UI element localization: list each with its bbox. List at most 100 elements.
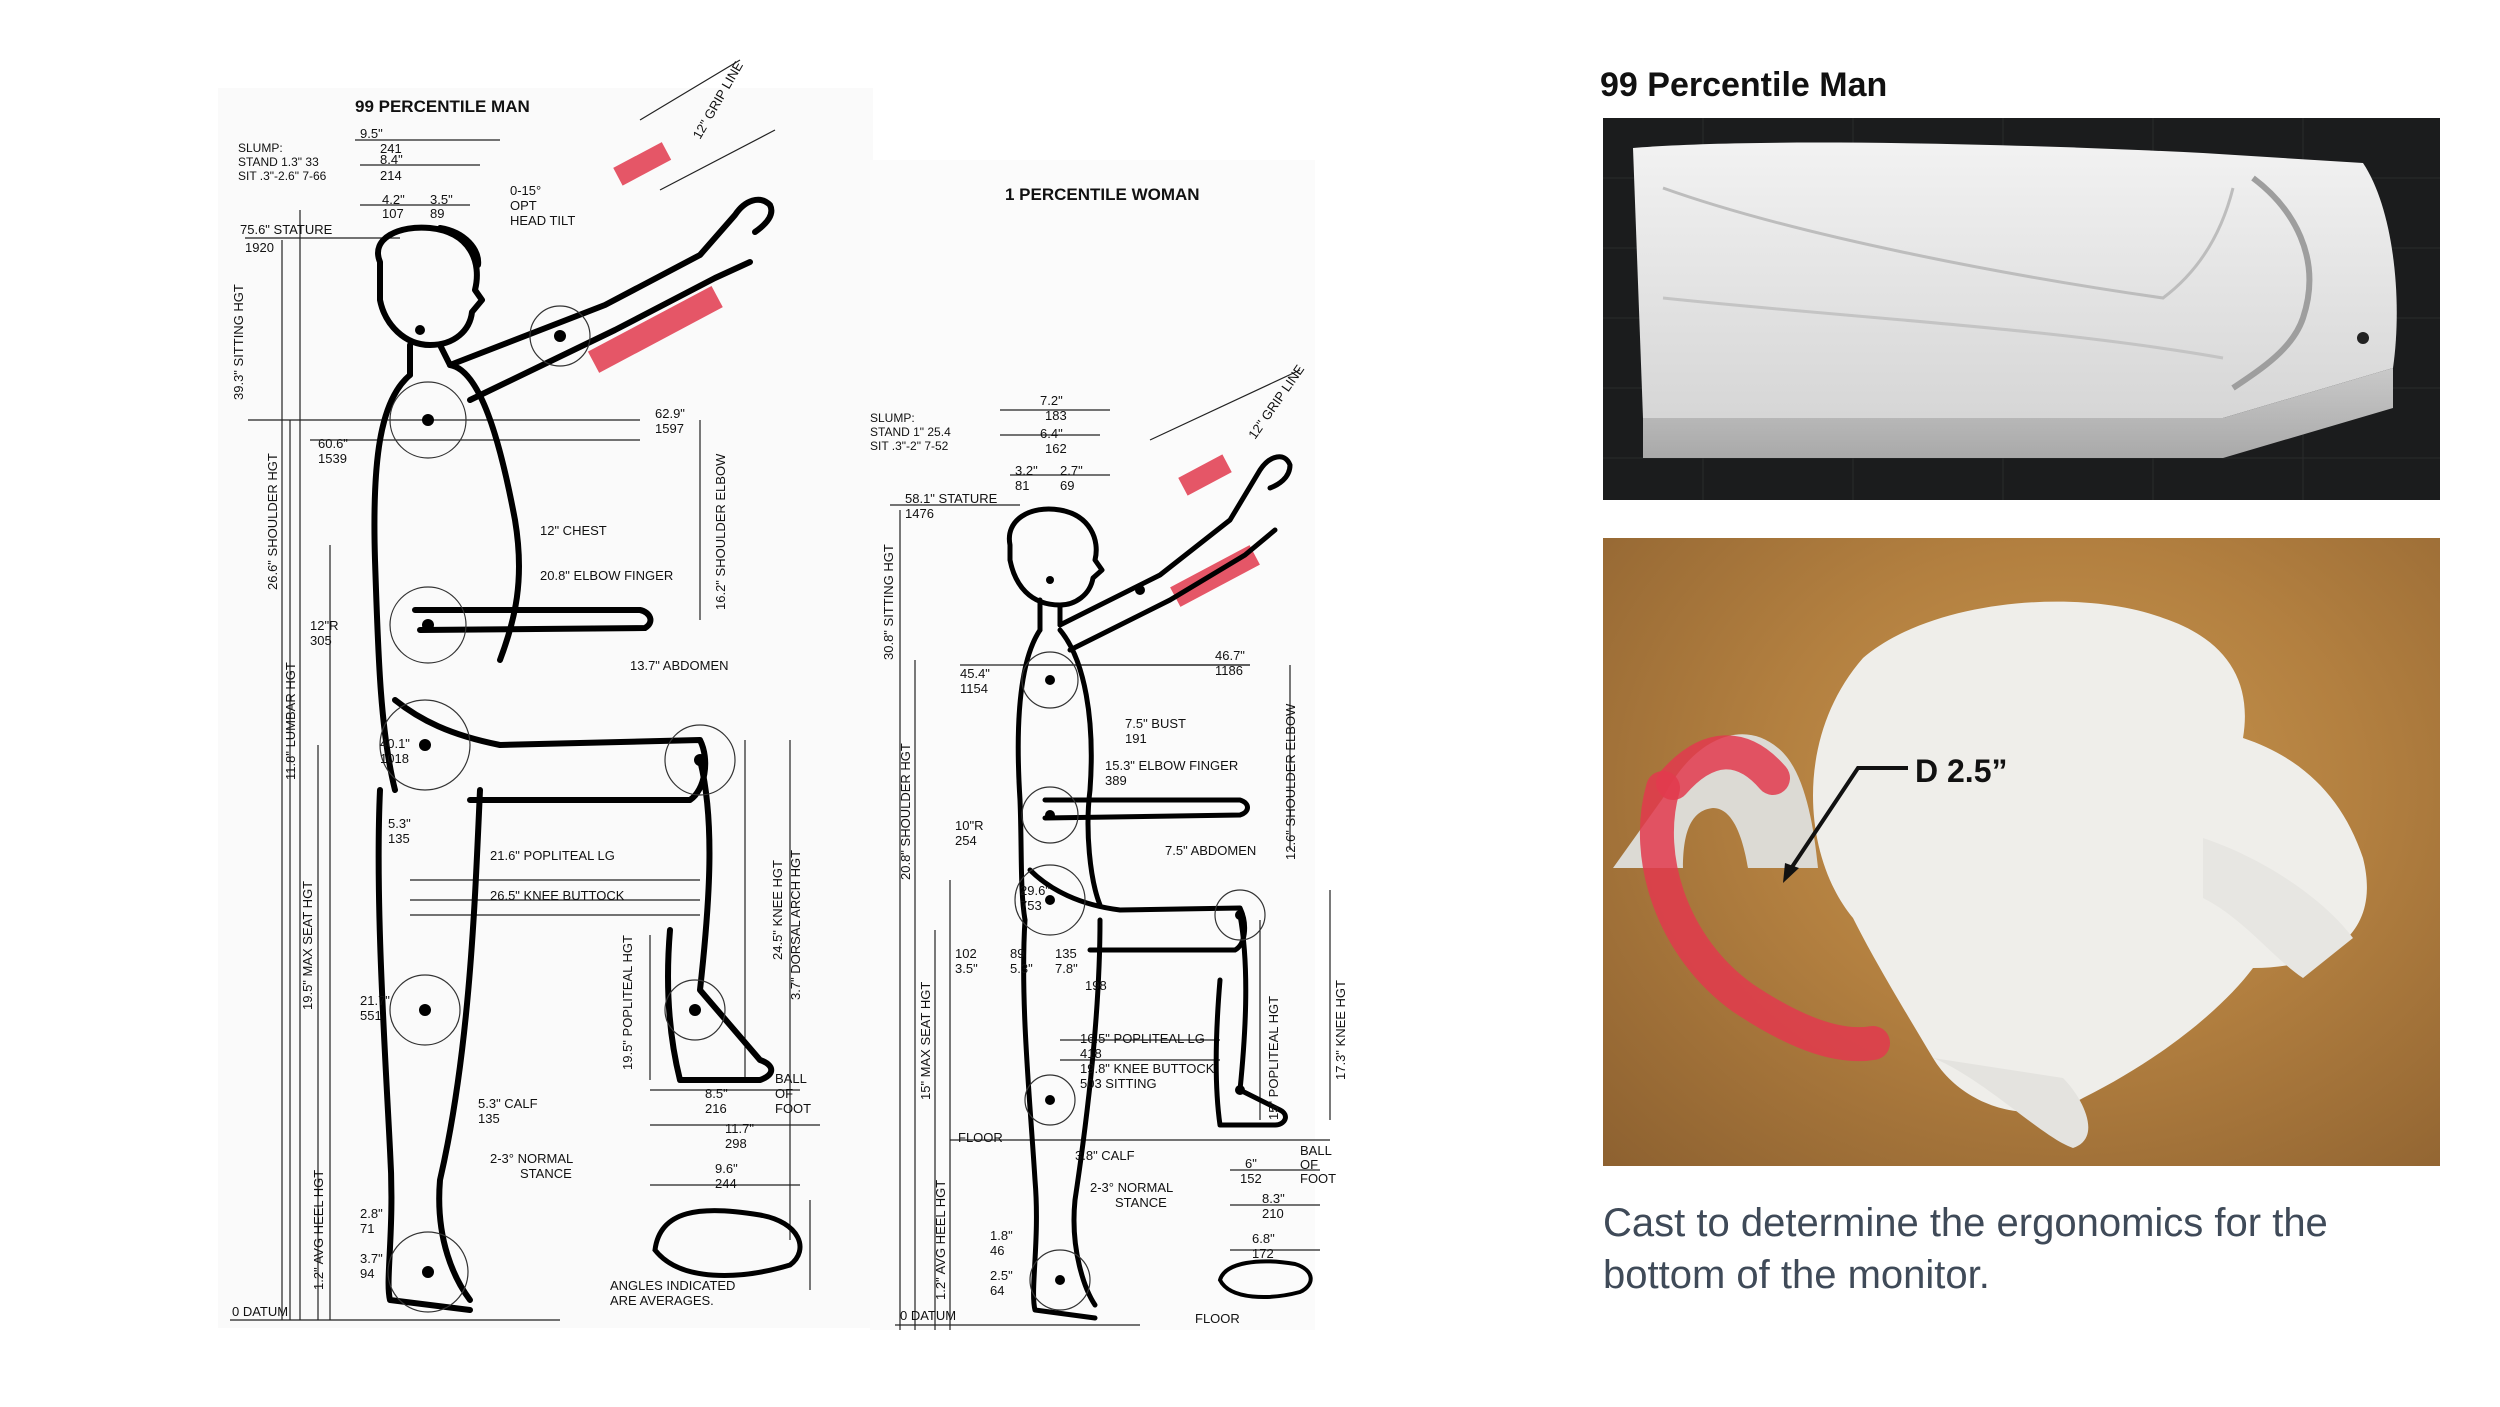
man-stance-angle: 2-3° NORMAL — [490, 1151, 573, 1166]
elbow-cast-illustration: D 2.5” — [1613, 601, 2367, 1148]
woman-thigh-mm: 7.8" — [1055, 961, 1078, 976]
woman-elbow-finger-mm: 389 — [1105, 773, 1127, 788]
woman-figure-outline — [1006, 454, 1293, 1321]
woman-calf-label: 3.8" CALF — [1075, 1148, 1135, 1163]
man-face-in: 3.5" — [430, 192, 453, 207]
man-shoulder-mm: 1539 — [318, 451, 347, 466]
diameter-highlight-arc — [1639, 771, 1890, 1062]
woman-thigh-in: 135 — [1055, 946, 1077, 961]
woman-stance-label: STANCE — [1115, 1195, 1167, 1210]
man-hip-mm: 1018 — [380, 751, 409, 766]
man-elbow-radius-in: 12"R — [310, 618, 338, 633]
woman-heel-offset-in: 102 — [955, 946, 977, 961]
woman-popliteal-lg-mm: 418 — [1080, 1046, 1102, 1061]
man-thigh-mm: 135 — [388, 831, 410, 846]
woman-floor-label-top: FLOOR — [958, 1130, 1003, 1145]
man-thigh-in: 5.3" — [388, 816, 411, 831]
man-angles-note-2: ARE AVERAGES. — [610, 1293, 714, 1308]
man-foot-plan — [652, 1208, 803, 1278]
woman-ankle-in: 2.5" — [990, 1268, 1013, 1283]
man-knee-mm: 551 — [360, 1008, 382, 1023]
woman-slump-label: SLUMP: — [870, 411, 915, 425]
woman-head-mm: 81 — [1015, 478, 1029, 493]
woman-dimension-lines — [890, 369, 1331, 1330]
man-width-in: 9.5" — [360, 126, 383, 141]
woman-heel-mm: 46 — [990, 1243, 1004, 1258]
woman-hip-mm: 753 — [1020, 898, 1042, 913]
woman-joint-arcs — [1014, 651, 1266, 1311]
woman-foot-length-mm: 210 — [1262, 1206, 1284, 1221]
man-slump-sit: SIT .3"-2.6" 7-66 — [238, 169, 327, 183]
man-title: 99 PERCENTILE MAN — [355, 97, 530, 116]
woman-calf-depth-in: 198 — [1085, 978, 1107, 993]
woman-datum-label: 0 DATUM — [900, 1308, 956, 1323]
man-face-mm: 89 — [430, 206, 444, 221]
man-foot-plan-mm: 244 — [715, 1176, 737, 1191]
woman-bust-mm: 191 — [1125, 731, 1147, 746]
man-head-tilt-label: HEAD TILT — [510, 213, 575, 228]
woman-face-mm: 69 — [1060, 478, 1074, 493]
woman-hip-in: 29.6" — [1020, 883, 1050, 898]
man-head-tilt-opt: OPT — [510, 198, 537, 213]
man-angles-note-1: ANGLES INDICATED — [610, 1278, 735, 1293]
man-stance-label: STANCE — [520, 1166, 572, 1181]
woman-title: 1 PERCENTILE WOMAN — [1005, 185, 1200, 204]
man-slump-label: SLUMP: — [238, 141, 283, 155]
woman-reach-mm: 1186 — [1215, 663, 1243, 678]
man-calf-label: 5.3" CALF — [478, 1096, 538, 1111]
man-vertical-labels: 39.3" SITTING HGT 26.6" SHOULDER HGT 11.… — [231, 284, 803, 1290]
man-hip-in: 40.1" — [380, 736, 410, 751]
diameter-highlight — [1656, 735, 1790, 800]
woman-foot-length-in: 8.3" — [1262, 1191, 1285, 1206]
woman-abdomen-label: 7.5" ABDOMEN — [1165, 843, 1256, 858]
man-foot-mm: 216 — [705, 1101, 727, 1116]
woman-stature-mm: 1476 — [905, 506, 934, 521]
man-chest-label: 12" CHEST — [540, 523, 607, 538]
woman-foot-plan-mm: 172 — [1252, 1246, 1274, 1261]
woman-width2-mm: 162 — [1045, 441, 1067, 456]
man-elbow-radius-mm: 305 — [310, 633, 332, 648]
man-stature-label: 75.6" STATURE — [240, 222, 333, 237]
panel-caption: Cast to determine the ergonomics for the… — [1603, 1201, 2328, 1297]
woman-slump-sit: SIT .3"-2" 7-52 — [870, 439, 949, 453]
man-popliteal-hgt: 19.5" POPLITEAL HGT — [620, 935, 635, 1070]
woman-floor-label-bottom: FLOOR — [1195, 1311, 1240, 1326]
woman-ankle-mm: 64 — [990, 1283, 1004, 1298]
panel-title: 99 Percentile Man — [1600, 66, 1888, 104]
woman-stance-angle: 2-3° NORMAL — [1090, 1180, 1173, 1195]
woman-shoulder-mm: 1154 — [960, 681, 988, 696]
man-knee-buttock-label: 26.5" KNEE BUTTOCK — [490, 888, 625, 903]
arm-cast-illustration — [1603, 118, 2440, 500]
man-heel-mm: 71 — [360, 1221, 374, 1236]
woman-seat-depth-in: 89 — [1010, 946, 1024, 961]
man-foot-in: 8.5" — [705, 1086, 728, 1101]
woman-reach-in: 46.7" — [1215, 648, 1245, 663]
man-elbow-finger-label: 20.8" ELBOW FINGER — [540, 568, 673, 583]
man-knee-hgt: 24.5" KNEE HGT — [770, 860, 785, 960]
man-reach-mm: 1597 — [655, 421, 684, 436]
man-calf-mm: 135 — [478, 1111, 500, 1126]
woman-max-seat-hgt: 15" MAX SEAT HGT — [918, 982, 933, 1100]
woman-shoulder-hgt: 20.8" SHOULDER HGT — [898, 743, 913, 880]
woman-ball-label-3: FOOT — [1300, 1171, 1336, 1186]
man-joint-arcs — [379, 305, 736, 1313]
woman-knee-hgt: 17.3" KNEE HGT — [1333, 980, 1348, 1080]
man-max-seat-hgt: 19.5" MAX SEAT HGT — [300, 881, 315, 1010]
elbow-cast-photo: D 2.5” — [1603, 538, 2440, 1166]
woman-width-in: 7.2" — [1040, 393, 1063, 408]
woman-foot-in: 6" — [1245, 1156, 1257, 1171]
man-heel-hgt: 1.2" AVG HEEL HGT — [311, 1170, 326, 1290]
man-head-mm: 107 — [382, 206, 404, 221]
man-ankle-mm: 94 — [360, 1266, 374, 1281]
man-stature-mm: 1920 — [245, 240, 274, 255]
woman-seat-depth-mm: 5.3" — [1010, 961, 1033, 976]
man-dorsal-arch: 3.7" DORSAL ARCH HGT — [788, 850, 803, 1000]
woman-elbow-radius-in: 10"R — [955, 818, 983, 833]
man-head-in: 4.2" — [382, 192, 405, 207]
man-knee-in: 21.7" — [360, 993, 390, 1008]
man-datum-label: 0 DATUM — [232, 1304, 288, 1319]
man-diagram-sheet — [218, 88, 873, 1328]
man-shoulder-hgt: 26.6" SHOULDER HGT — [265, 453, 280, 590]
man-ball-label-3: FOOT — [775, 1101, 811, 1116]
